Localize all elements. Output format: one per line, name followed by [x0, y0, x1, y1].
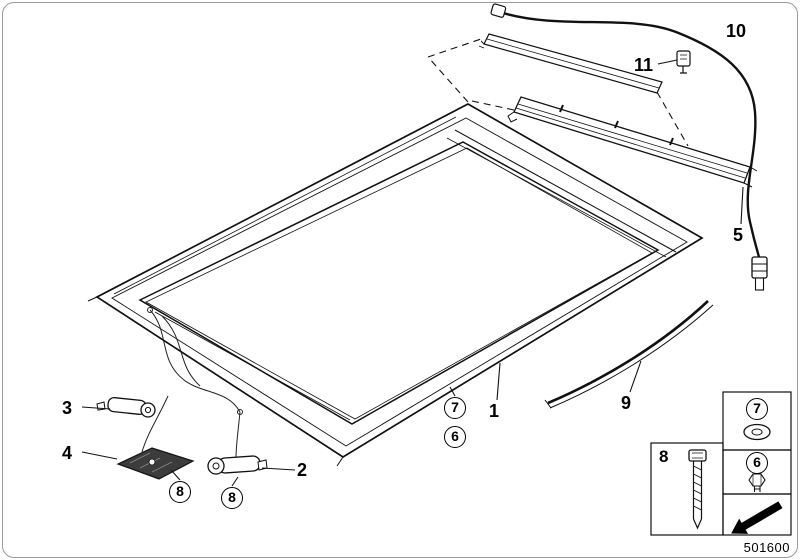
- direction-arrow-icon: [731, 501, 783, 534]
- wind-deflector-upper: [478, 33, 663, 94]
- legend-washer-number[interactable]: 7: [746, 398, 768, 420]
- wind-deflector-lower: [507, 96, 758, 188]
- mounting-bracket: [116, 447, 195, 480]
- callout-9[interactable]: 9: [621, 393, 632, 413]
- callout-8-circled-center[interactable]: 8: [221, 487, 243, 509]
- callout-8-circled-left[interactable]: 8: [169, 481, 191, 503]
- callout-4[interactable]: 4: [62, 443, 73, 463]
- drive-motor-left: [96, 396, 156, 418]
- callout-5[interactable]: 5: [733, 225, 744, 245]
- drain-hose: [490, 3, 768, 291]
- hose-end-connector: [751, 256, 768, 291]
- callout-11[interactable]: 11: [634, 55, 654, 75]
- legend-screw-number[interactable]: 8: [659, 447, 669, 466]
- seal-strip: [544, 300, 714, 409]
- hose-clip: [676, 50, 691, 74]
- legend-boxes: [650, 391, 792, 536]
- callout-10[interactable]: 10: [726, 21, 747, 41]
- bolt-icon: [748, 473, 766, 492]
- leader-lines: [81, 59, 744, 487]
- drawing-number: 501600: [743, 540, 790, 555]
- legend-bolt-number[interactable]: 6: [746, 452, 768, 474]
- callout-3[interactable]: 3: [62, 398, 73, 418]
- callout-1[interactable]: 1: [489, 401, 500, 421]
- main-frame: [87, 103, 704, 467]
- callout-7-circled[interactable]: 7: [444, 397, 466, 419]
- frame-mechanism-cables: [141, 307, 243, 459]
- callout-2[interactable]: 2: [297, 460, 308, 480]
- drive-motor-center: [207, 455, 268, 475]
- washer-icon: [743, 423, 771, 441]
- callout-6-circled[interactable]: 6: [444, 426, 466, 448]
- screw-icon: [688, 449, 707, 530]
- assembly-dashed-lines: [427, 37, 689, 147]
